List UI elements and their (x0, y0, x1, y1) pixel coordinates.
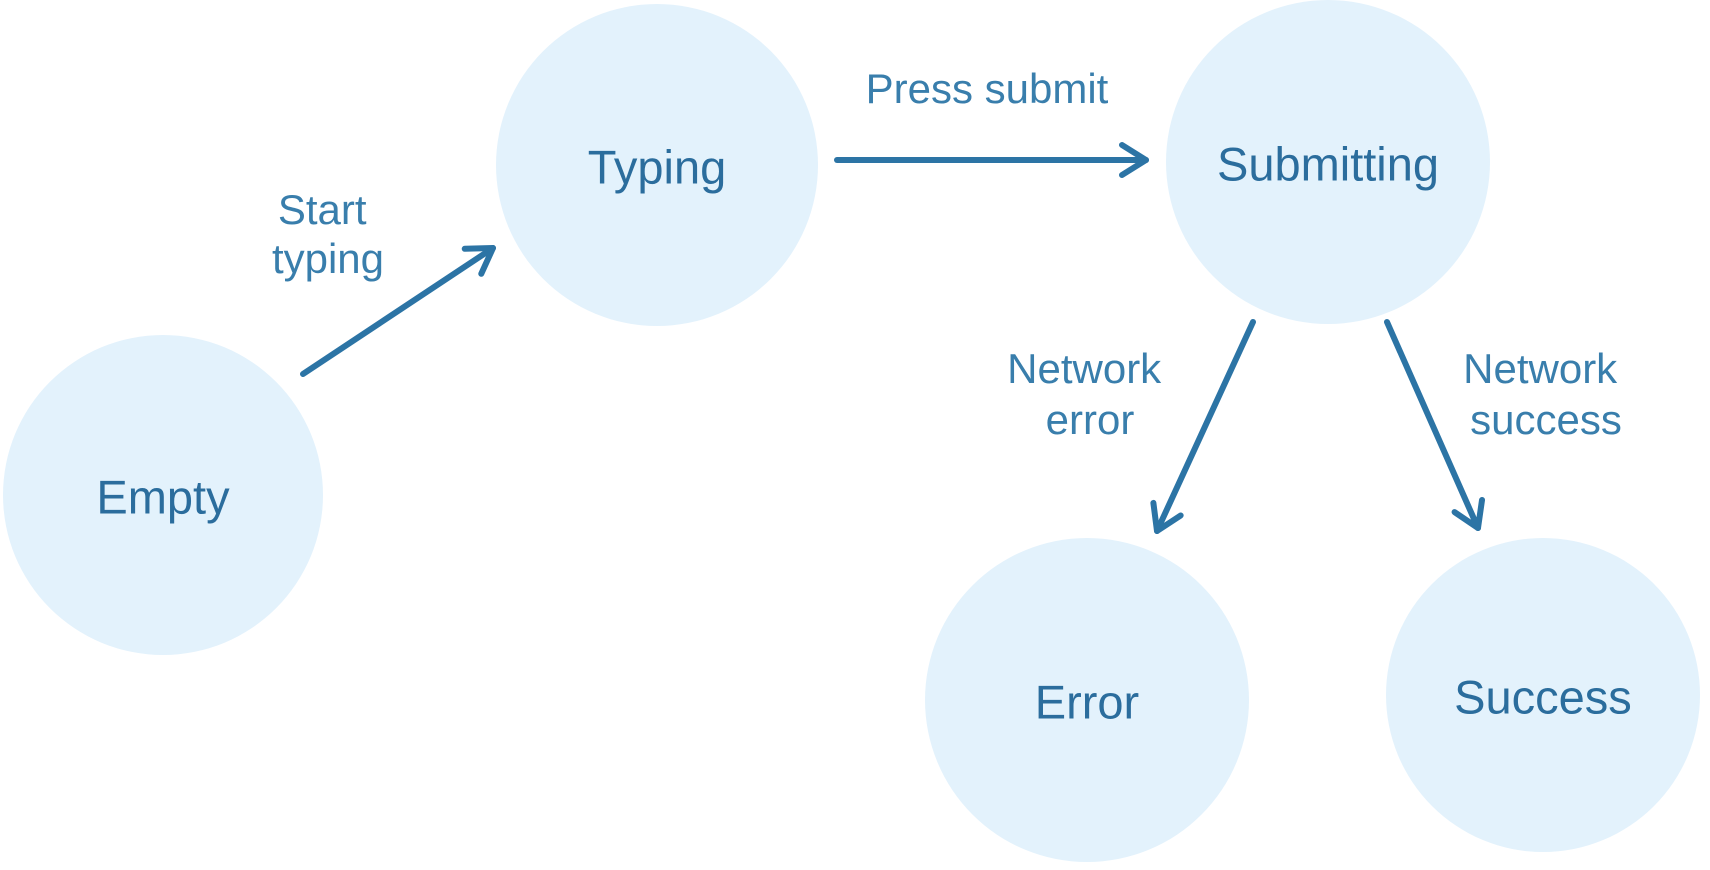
state-label: Submitting (1217, 138, 1439, 191)
transition-label-line: Start (278, 186, 367, 233)
state-node-submitting: Submitting (1166, 0, 1490, 324)
transition-submitting-error: Network error (1007, 319, 1256, 534)
state-node-error: Error (925, 538, 1249, 862)
transition-label-line: typing (272, 235, 384, 282)
state-circle (3, 335, 323, 655)
transition-label-network-error: Network error (1007, 345, 1173, 443)
state-circle (1166, 0, 1490, 324)
transition-label-line: error (1046, 396, 1135, 443)
state-label: Typing (588, 141, 726, 194)
transition-typing-submitting: Press submit (834, 65, 1149, 178)
transition-label-line: Network (1463, 345, 1618, 392)
transition-label-start-typing: Start typing (272, 186, 384, 282)
state-circle (496, 4, 818, 326)
transition-empty-typing: Start typing (272, 186, 496, 377)
state-label: Success (1454, 671, 1632, 724)
transition-label-press-submit: Press submit (866, 65, 1109, 112)
transition-label-line: Network (1007, 345, 1162, 392)
transition-label-network-success: Network success (1463, 345, 1629, 443)
state-node-empty: Empty (3, 335, 323, 655)
arrow-submitting-to-success-icon (1384, 319, 1486, 531)
state-label: Empty (96, 471, 230, 524)
state-label: Error (1035, 676, 1139, 729)
state-circle (925, 538, 1249, 862)
transition-label-line: Press submit (866, 65, 1109, 112)
state-circle (1386, 538, 1700, 852)
arrow-empty-to-typing-icon (300, 245, 496, 377)
state-node-success: Success (1386, 538, 1700, 852)
arrow-submitting-to-error-icon (1150, 319, 1256, 534)
transition-submitting-success: Network success (1384, 319, 1629, 531)
transition-label-line: success (1470, 396, 1622, 443)
state-node-typing: Typing (496, 4, 818, 326)
